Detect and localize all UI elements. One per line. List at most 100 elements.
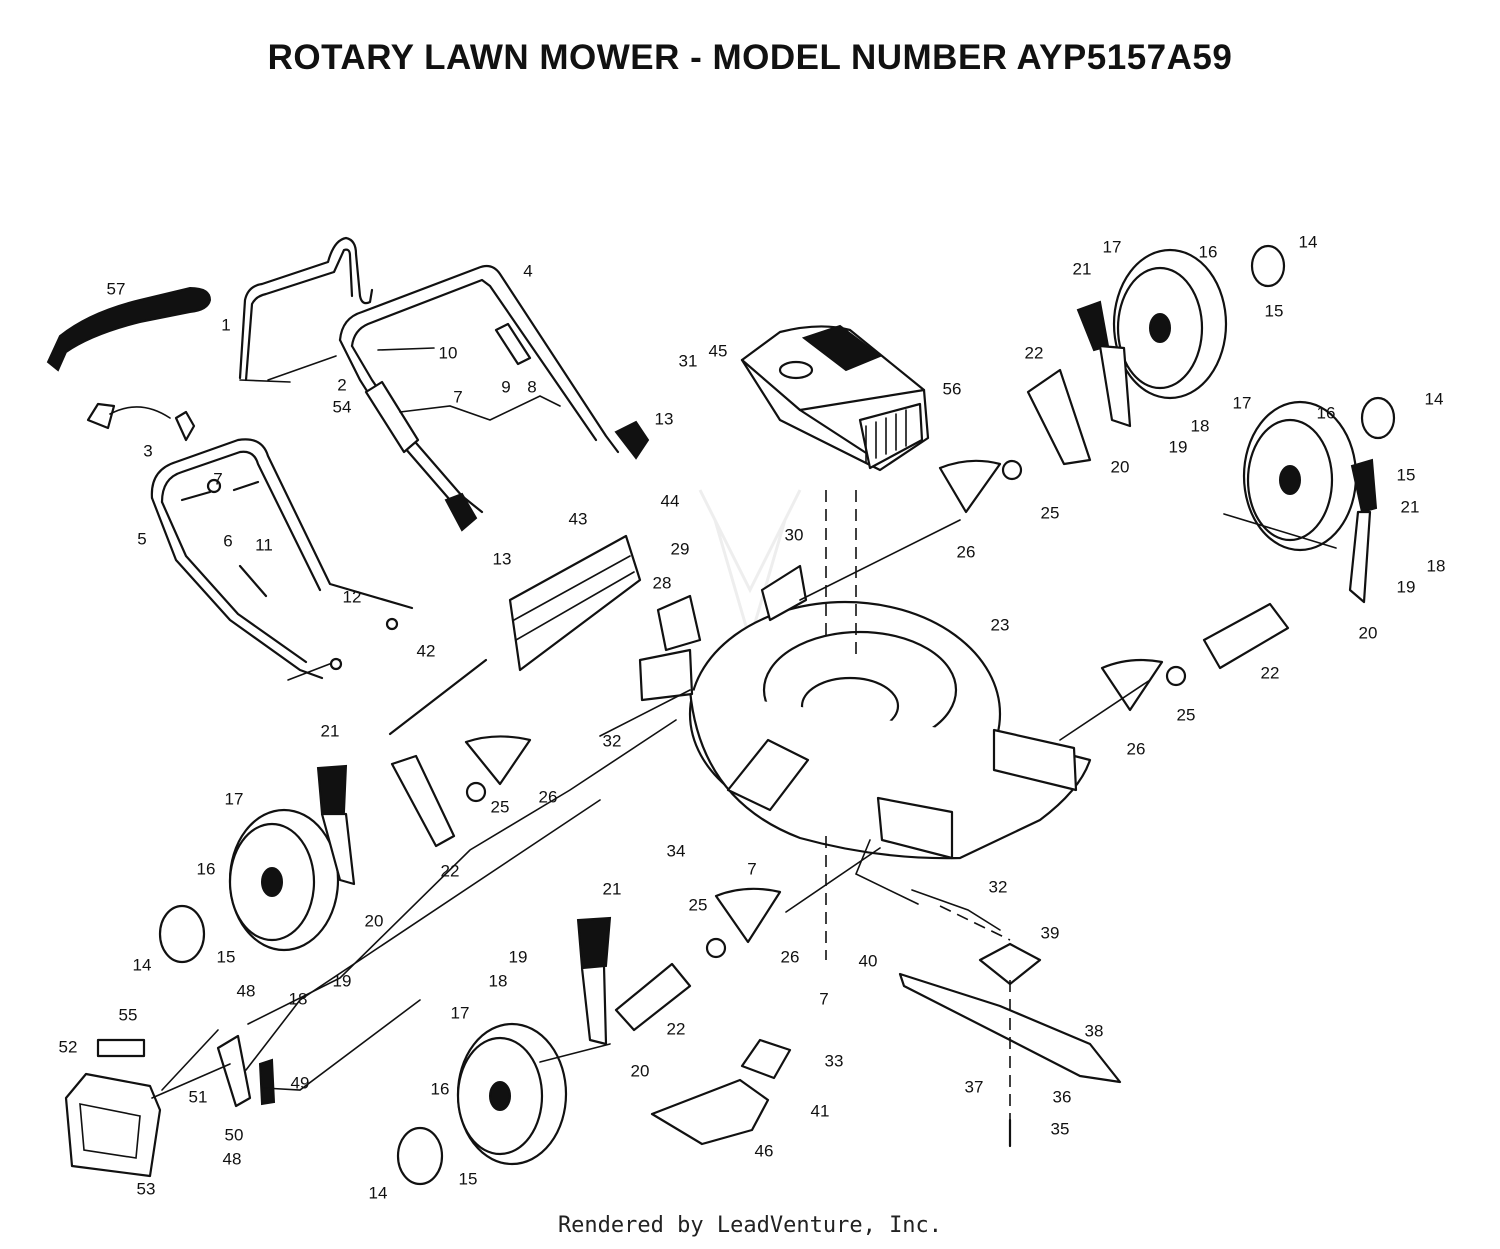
handle-bracket-left-part[interactable] <box>364 380 420 454</box>
callout-21[interactable]: 21 <box>1401 497 1420 516</box>
callout-16[interactable]: 16 <box>1199 242 1218 261</box>
height-lever-arm-d[interactable] <box>580 964 608 1046</box>
callout-21[interactable]: 21 <box>1073 259 1092 278</box>
callout-14[interactable]: 14 <box>1299 232 1318 251</box>
hubcap-b[interactable] <box>1360 396 1396 440</box>
deck-bracket-right-part[interactable] <box>760 564 808 622</box>
wheel-rear-upper-part[interactable] <box>1112 248 1228 400</box>
deck-bracket-upper-part[interactable] <box>656 594 702 652</box>
callout-19[interactable]: 19 <box>1169 437 1188 456</box>
callout-7[interactable]: 7 <box>453 387 462 406</box>
callout-7[interactable]: 7 <box>819 989 828 1008</box>
callout-25[interactable]: 25 <box>689 895 708 914</box>
callout-42[interactable]: 42 <box>417 641 436 660</box>
callout-14[interactable]: 14 <box>369 1183 388 1202</box>
callout-1[interactable]: 1 <box>221 315 230 334</box>
handle-grip-part[interactable] <box>46 286 212 372</box>
callout-4[interactable]: 4 <box>523 261 532 280</box>
axle-bracket-a[interactable] <box>1026 368 1092 466</box>
callout-18[interactable]: 18 <box>1191 416 1210 435</box>
callout-25[interactable]: 25 <box>491 797 510 816</box>
callout-18[interactable]: 18 <box>489 971 508 990</box>
callout-13[interactable]: 13 <box>493 549 512 568</box>
nut-25a[interactable] <box>1001 459 1023 481</box>
axle-bracket-d[interactable] <box>614 962 692 1032</box>
callout-40[interactable]: 40 <box>859 951 878 970</box>
callout-31[interactable]: 31 <box>679 351 698 370</box>
callout-45[interactable]: 45 <box>709 341 728 360</box>
callout-18[interactable]: 18 <box>289 989 308 1008</box>
blade-adapter-part[interactable] <box>978 942 1042 986</box>
height-lever-arm-c[interactable] <box>320 812 356 886</box>
callout-49[interactable]: 49 <box>291 1073 310 1092</box>
callout-43[interactable]: 43 <box>569 509 588 528</box>
callout-34[interactable]: 34 <box>667 841 686 860</box>
callout-30[interactable]: 30 <box>785 525 804 544</box>
callout-25[interactable]: 25 <box>1177 705 1196 724</box>
callout-7[interactable]: 7 <box>213 469 222 488</box>
callout-22[interactable]: 22 <box>1025 343 1044 362</box>
callout-35[interactable]: 35 <box>1051 1119 1070 1138</box>
callout-32[interactable]: 32 <box>603 731 622 750</box>
callout-11[interactable]: 11 <box>255 535 273 554</box>
callout-48[interactable]: 48 <box>237 981 256 1000</box>
lower-handle-part[interactable] <box>150 438 414 681</box>
height-lever-b[interactable] <box>1350 458 1378 514</box>
callout-57[interactable]: 57 <box>107 279 126 298</box>
axle-bracket-b[interactable] <box>1202 602 1290 670</box>
wheel-front-left-part[interactable] <box>228 808 340 952</box>
rope-guide-part[interactable] <box>86 402 196 442</box>
callout-21[interactable]: 21 <box>321 721 340 740</box>
callout-21[interactable]: 21 <box>603 879 622 898</box>
callout-3[interactable]: 3 <box>143 441 152 460</box>
axle-rod-part[interactable] <box>388 658 488 736</box>
callout-10[interactable]: 10 <box>439 343 458 362</box>
callout-22[interactable]: 22 <box>1261 663 1280 682</box>
callout-17[interactable]: 17 <box>451 1003 470 1022</box>
callout-12[interactable]: 12 <box>343 587 362 606</box>
callout-14[interactable]: 14 <box>133 955 152 974</box>
height-lever-arm-b[interactable] <box>1348 510 1372 604</box>
callout-52[interactable]: 52 <box>59 1037 78 1056</box>
callout-22[interactable]: 22 <box>667 1019 686 1038</box>
mower-deck-part[interactable] <box>688 600 1092 860</box>
wheel-front-bottom-part[interactable] <box>456 1022 568 1166</box>
callout-9[interactable]: 9 <box>501 377 510 396</box>
callout-44[interactable]: 44 <box>661 491 680 510</box>
callout-19[interactable]: 19 <box>333 971 352 990</box>
callout-14[interactable]: 14 <box>1425 389 1444 408</box>
callout-54[interactable]: 54 <box>333 397 352 416</box>
callout-22[interactable]: 22 <box>441 861 460 880</box>
callout-19[interactable]: 19 <box>509 947 528 966</box>
callout-25[interactable]: 25 <box>1041 503 1060 522</box>
callout-15[interactable]: 15 <box>1265 301 1284 320</box>
nut-25b[interactable] <box>1165 665 1187 687</box>
rear-deflector-part[interactable] <box>508 534 642 672</box>
wheel-rear-lower-part[interactable] <box>1242 400 1358 552</box>
callout-36[interactable]: 36 <box>1053 1087 1072 1106</box>
callout-18[interactable]: 18 <box>1427 556 1446 575</box>
callout-32[interactable]: 32 <box>989 877 1008 896</box>
axle-bracket-c[interactable] <box>390 754 456 848</box>
callout-26[interactable]: 26 <box>1127 739 1146 758</box>
callout-16[interactable]: 16 <box>431 1079 450 1098</box>
callout-15[interactable]: 15 <box>1397 465 1416 484</box>
hubcap-a[interactable] <box>1250 244 1286 288</box>
callout-5[interactable]: 5 <box>137 529 146 548</box>
callout-17[interactable]: 17 <box>1233 393 1252 412</box>
callout-15[interactable]: 15 <box>217 947 236 966</box>
height-lever-a[interactable] <box>1076 300 1110 352</box>
engine-part[interactable] <box>740 324 930 472</box>
callout-41[interactable]: 41 <box>811 1101 830 1120</box>
height-sector-right-upper-part[interactable] <box>938 459 1002 514</box>
spring-bracket-part[interactable] <box>216 1034 276 1108</box>
chute-clip-part[interactable] <box>740 1038 792 1080</box>
callout-39[interactable]: 39 <box>1041 923 1060 942</box>
handle-bolts-part[interactable] <box>180 478 399 671</box>
height-sector-left-part[interactable] <box>464 735 532 786</box>
callout-26[interactable]: 26 <box>781 947 800 966</box>
hubcap-d[interactable] <box>396 1126 444 1186</box>
callout-19[interactable]: 19 <box>1397 577 1416 596</box>
height-sector-front-part[interactable] <box>714 887 782 944</box>
callout-20[interactable]: 20 <box>1111 457 1130 476</box>
